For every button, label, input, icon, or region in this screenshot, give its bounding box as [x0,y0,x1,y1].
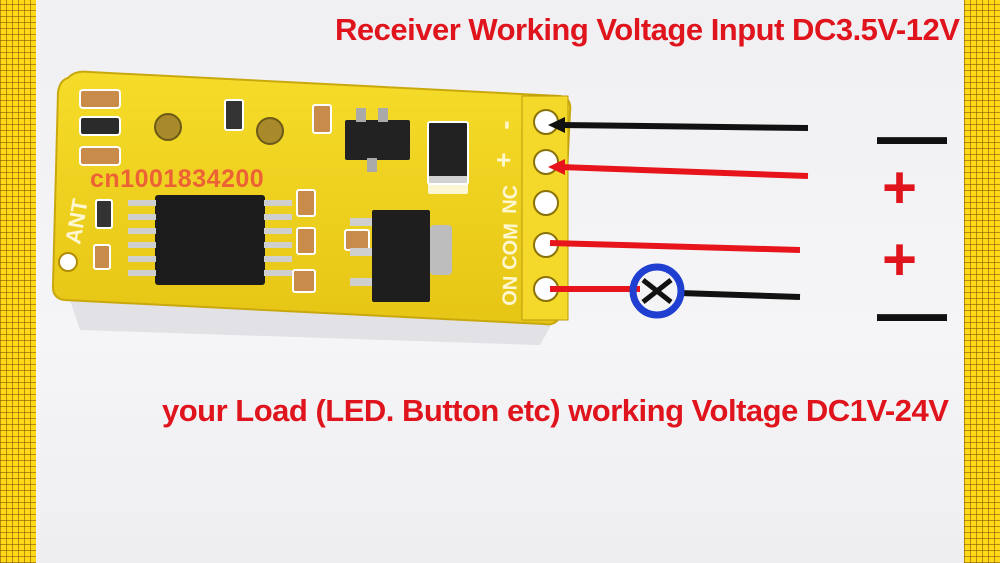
silk-plus: + [488,152,519,168]
diode-chip [427,121,469,185]
smd-part [344,229,370,251]
transistor-chip [345,120,410,160]
smd-part [79,116,121,136]
black-wire-load [679,290,801,300]
terminal-nc [533,190,559,216]
right-frame-border [964,0,1000,563]
left-frame-border [0,0,36,563]
minus-sign-load: — [877,273,947,351]
minus-sign-input: — [877,96,947,174]
watermark-text: cn1001834200 [90,165,265,193]
terminal-plus [533,149,559,175]
board-shadow [70,300,555,345]
regulator-chip [372,210,430,302]
receiver-voltage-caption: Receiver Working Voltage Input DC3.5V-12… [335,12,960,47]
silk-on: ON [499,275,522,306]
smd-part [296,227,316,255]
silk-minus: - [489,120,520,130]
silk-nc: NC [499,185,522,215]
red-wire-com [549,240,801,253]
mounting-hole [58,252,78,272]
smd-part [296,189,316,217]
mounting-hole [154,113,182,141]
load-voltage-caption: your Load (LED. Button etc) working Volt… [162,393,949,428]
smd-part [93,244,111,270]
smd-part [292,269,316,293]
black-wire-arrowhead [548,117,565,133]
smd-part [95,199,113,229]
plus-sign-input: + [882,154,918,221]
red-wire-plus [559,164,809,179]
mounting-hole [256,117,284,145]
silk-com: COM [499,223,523,270]
smd-part [224,99,244,131]
main-ic [155,195,265,285]
red-wire-arrowhead [548,159,565,175]
smd-part [79,89,121,109]
plus-sign-load: + [882,226,918,293]
smd-part [312,104,332,134]
black-wire-minus [559,122,809,131]
switch-icon [629,263,685,319]
smd-part [79,146,121,166]
